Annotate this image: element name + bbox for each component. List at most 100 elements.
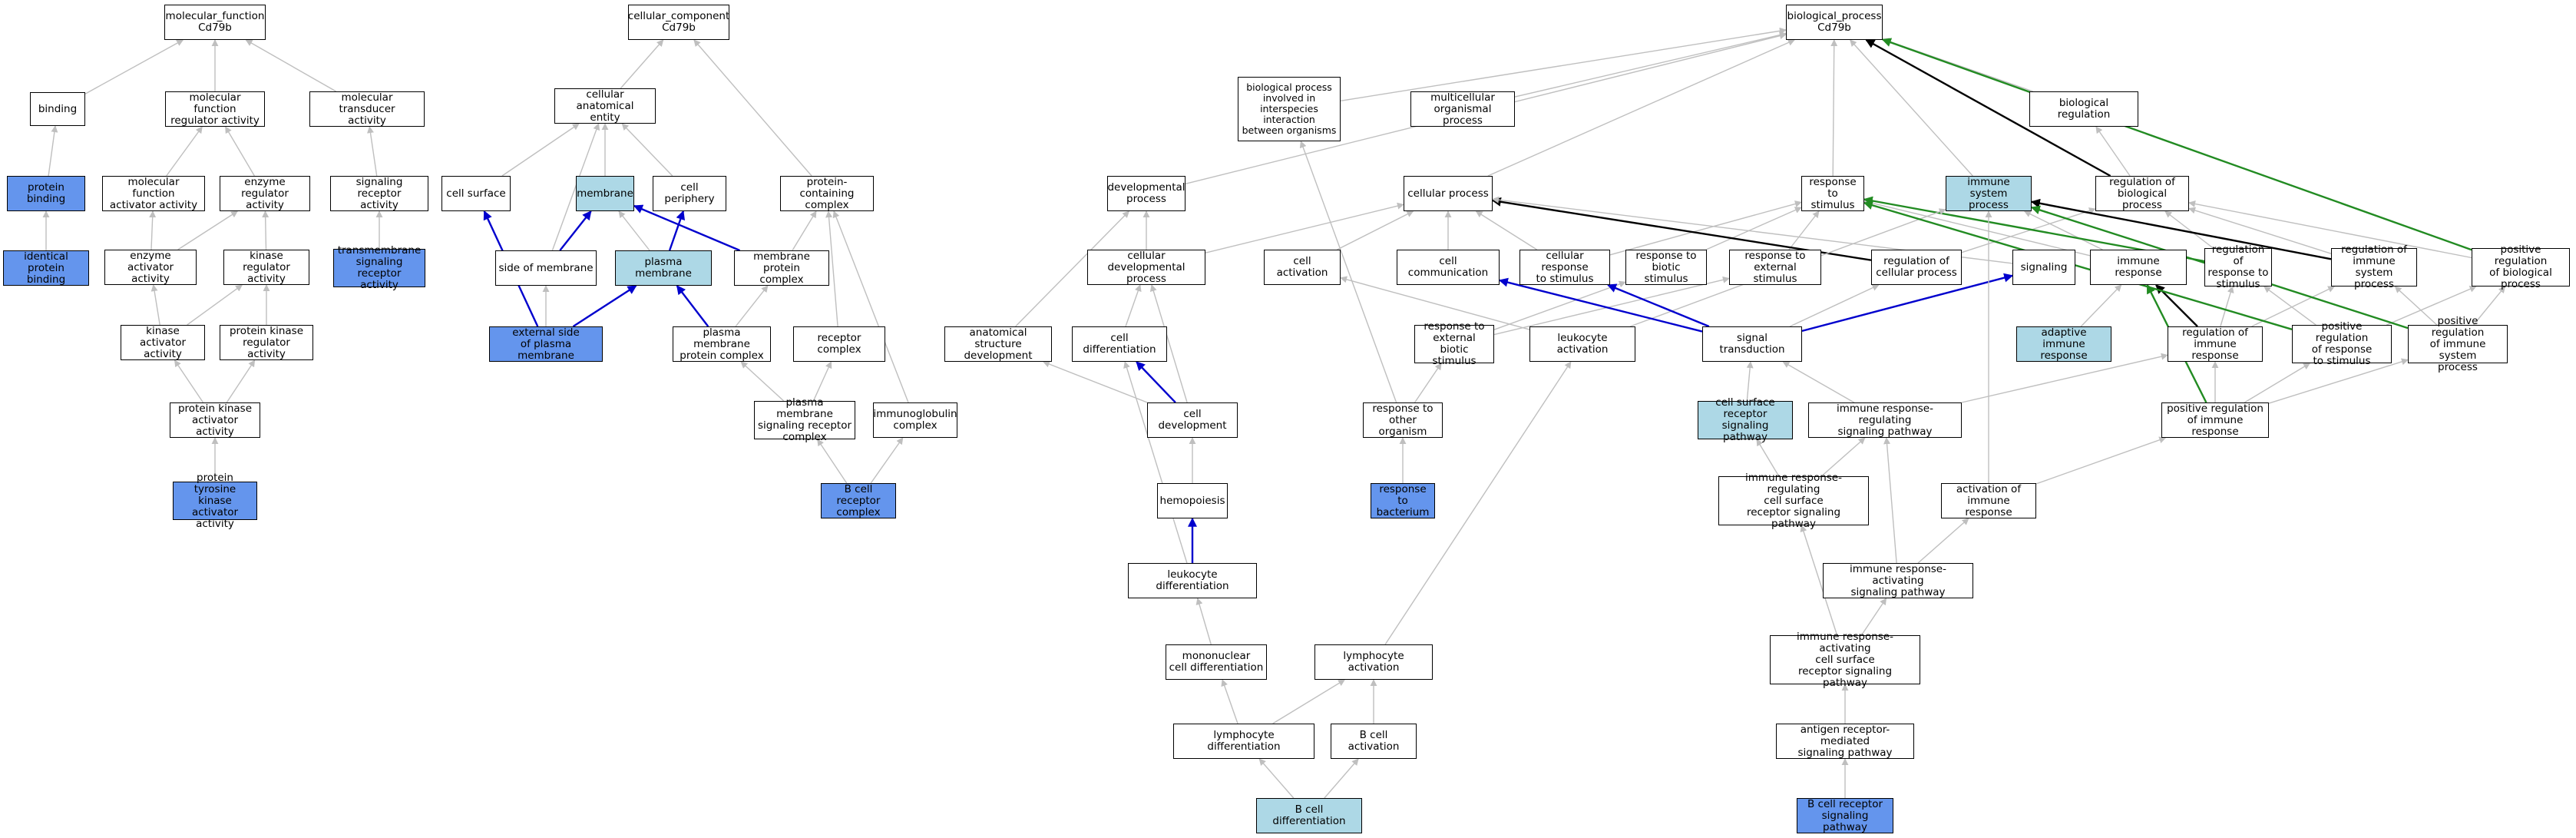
go-term-sidemem[interactable]: side of membrane [495,250,597,286]
go-term-cellper[interactable]: cell periphery [653,176,726,211]
go-term-bioreg[interactable]: biological regulation [2029,91,2138,127]
go-term-cellact[interactable]: cell activation [1264,250,1341,285]
go-term-respext[interactable]: response to external stimulus [1729,250,1821,285]
go-term-pmprotcx[interactable]: plasma membrane protein complex [673,326,771,362]
go-term-mfreg[interactable]: molecular function regulator activity [165,91,265,127]
edge-pkact-to-kinact [174,359,204,403]
edge-posregimmresp-to-posregimsys [2268,358,2409,404]
go-term-antigen[interactable]: antigen receptor-mediated signaling path… [1776,724,1914,759]
edge-cellproc-to-bp [1487,39,1795,177]
go-term-cellcomm[interactable]: cell communication [1397,250,1500,285]
go-term-respextbio[interactable]: response to external biotic stimulus [1414,321,1494,367]
edge-multicell-to-bp [1514,31,1787,98]
go-term-actimm[interactable]: activation of immune response [1941,483,2036,518]
go-term-pmsigcx[interactable]: plasma membrane signaling receptor compl… [754,397,855,443]
edge-memprotcx-to-protcont [792,210,817,251]
edge-pmsigcx-to-reccx [812,361,832,402]
go-term-cellsurf[interactable]: cell surface [441,176,511,211]
edge-lymphact-to-leukact [1384,361,1572,645]
go-term-regimsys[interactable]: regulation of immune system process [2331,244,2417,290]
go-term-cellresp[interactable]: cellular response to stimulus [1519,250,1610,285]
go-term-cc[interactable]: cellular_component Cd79b [628,5,729,40]
edge-regcell-to-regbp [1961,207,2096,253]
edge-posregimsys-to-regimsys [2394,286,2438,326]
edge-imrsp_reg_sig-to-regimmresp [1961,353,2168,403]
go-term-bpinter[interactable]: biological process involved in interspec… [1238,77,1341,141]
edge-posregimmresp-to-posregresp [2244,363,2311,403]
go-term-kinreg[interactable]: kinase regulator activity [223,250,309,285]
go-term-anatdev[interactable]: anatomical structure development [944,326,1052,362]
go-term-cellproc[interactable]: cellular process [1404,176,1493,211]
go-term-multicell[interactable]: multicellular organismal process [1410,91,1515,127]
go-term-regcell[interactable]: regulation of cellular process [1871,250,1962,285]
edge-adaptive-to-immresp [2080,284,2122,327]
go-term-sigrec[interactable]: signaling receptor activity [330,176,428,211]
go-term-posregbp[interactable]: positive regulation of biological proces… [2472,244,2570,290]
go-term-membrane[interactable]: membrane [576,176,634,211]
go-term-tmsig[interactable]: transmembrane signaling receptor activit… [333,245,425,291]
go-term-regimmresp[interactable]: regulation of immune response [2168,326,2263,362]
go-term-respstim[interactable]: response to stimulus [1801,176,1864,211]
go-term-bcelldiff[interactable]: B cell differentiation [1256,798,1362,833]
go-term-enzact[interactable]: enzyme activator activity [104,250,197,285]
go-term-memprotcx[interactable]: membrane protein complex [734,250,829,286]
go-term-celldiff[interactable]: cell differentiation [1072,326,1167,362]
go-term-reccx[interactable]: receptor complex [793,326,885,362]
go-term-plasmamem[interactable]: plasma membrane [615,250,712,286]
go-term-enzreg[interactable]: enzyme regulator activity [220,176,310,211]
go-term-pkreg[interactable]: protein kinase regulator activity [220,325,313,360]
go-term-posregimsys[interactable]: positive regulation of immune system pro… [2408,315,2508,373]
go-term-mononuc[interactable]: mononuclear cell differentiation [1166,644,1267,680]
go-term-mf[interactable]: molecular_function Cd79b [164,5,266,40]
go-term-respbact[interactable]: response to bacterium [1371,483,1435,518]
edge-bcelldiff-to-lymphdiff [1258,758,1295,799]
go-term-bcrcx[interactable]: B cell receptor complex [821,483,896,518]
go-term-cae[interactable]: cellular anatomical entity [554,88,656,124]
go-term-leukdiff[interactable]: leukocyte differentiation [1128,563,1257,598]
edge-plasmamem-to-cellper [668,210,686,251]
edge-posregimsys-to-posregbp [2472,286,2506,326]
go-term-protcont[interactable]: protein-containing complex [780,176,874,211]
go-term-devproc[interactable]: developmental process [1107,176,1185,211]
go-term-imrsp_reg_cs[interactable]: immune response-regulating cell surface … [1718,472,1869,529]
go-term-imrsp_act_sig[interactable]: immune response-activating signaling pat… [1823,563,1973,598]
edge-imrsp_act_cs-to-imrsp_act_sig [1860,598,1887,636]
go-term-leukact[interactable]: leukocyte activation [1529,326,1635,362]
go-term-posregresp[interactable]: positive regulation of response to stimu… [2292,321,2392,367]
go-term-kinact[interactable]: kinase activator activity [121,325,205,360]
edge-sigrec-to-moltrans [367,126,378,177]
go-term-lymphdiff[interactable]: lymphocyte differentiation [1173,724,1314,759]
go-term-protbind[interactable]: protein binding [7,176,85,211]
go-term-identprot[interactable]: identical protein binding [3,250,89,286]
go-term-cellsurfsig[interactable]: cell surface receptor signaling pathway [1698,397,1793,443]
go-term-regresp[interactable]: regulation of response to stimulus [2204,244,2272,290]
go-term-imrsp_reg_sig[interactable]: immune response-regulating signaling pat… [1808,402,1962,438]
go-term-pkact[interactable]: protein kinase activator activity [170,402,260,438]
edge-celldevel-to-anatdev [1042,360,1148,403]
edge-mfact-to-mfreg [166,126,203,177]
go-term-immresp[interactable]: immune response [2090,250,2187,285]
go-term-imsys[interactable]: immune system process [1946,176,2032,211]
go-term-sigtrans[interactable]: signal transduction [1702,326,1802,362]
go-term-regbp[interactable]: regulation of biological process [2095,176,2189,211]
go-term-bcrsig[interactable]: B cell receptor signaling pathway [1797,798,1893,833]
go-term-ptk[interactable]: protein tyrosine kinase activator activi… [173,472,257,529]
go-term-bcellact[interactable]: B cell activation [1331,724,1417,759]
go-term-binding[interactable]: binding [30,92,85,126]
edge-lymphdiff-to-lymphact [1272,679,1346,724]
go-term-moltrans[interactable]: molecular transducer activity [309,91,425,127]
go-term-hemopoiesis[interactable]: hemopoiesis [1157,483,1228,518]
go-term-mfact[interactable]: molecular function activator activity [102,176,205,211]
go-term-posregimmresp[interactable]: positive regulation of immune response [2161,402,2269,438]
go-term-lymphact[interactable]: lymphocyte activation [1314,644,1433,680]
go-term-bp[interactable]: biological_process Cd79b [1786,5,1883,40]
go-term-celldevel[interactable]: cell development [1147,402,1238,438]
go-term-adaptive[interactable]: adaptive immune response [2016,326,2111,362]
go-term-imrsp_act_cs[interactable]: immune response-activating cell surface … [1770,631,1920,688]
go-term-respbio[interactable]: response to biotic stimulus [1625,250,1707,285]
go-term-igcx[interactable]: immunoglobulin complex [873,402,957,438]
go-term-extside[interactable]: external side of plasma membrane [489,326,603,362]
go-term-signaling[interactable]: signaling [2012,250,2075,285]
go-term-celldev[interactable]: cellular developmental process [1087,250,1205,285]
go-term-resporg[interactable]: response to other organism [1363,402,1443,438]
